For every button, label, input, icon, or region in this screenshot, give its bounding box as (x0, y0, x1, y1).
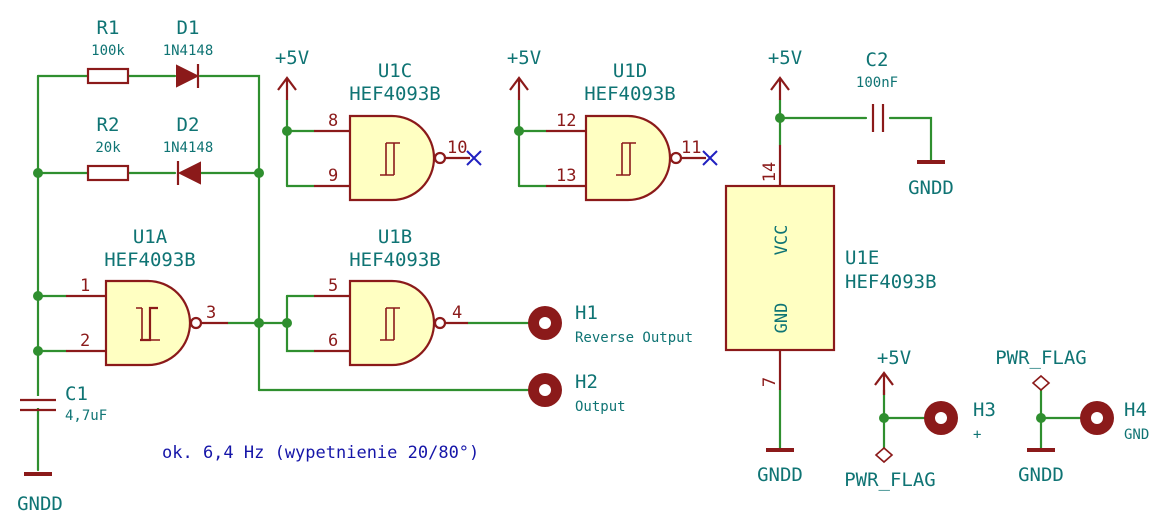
u1d-pin13: 13 (556, 166, 576, 186)
p5v-label: +5V (507, 47, 541, 69)
junction-dot (33, 168, 43, 178)
nand-gate-u1d[interactable]: 12 13 11 U1D HEF4093B (546, 60, 718, 202)
u1c-ref: U1C (378, 60, 412, 82)
u1e-pin7: 7 (760, 377, 780, 387)
gnd-symbol: GNDD (908, 160, 954, 199)
power-5v-u1e: +5V (768, 47, 802, 100)
d2-value: 1N4148 (163, 140, 214, 156)
power-5v-u1c: +5V (275, 47, 309, 100)
junction-dot (879, 413, 889, 423)
u1c-pin9: 9 (328, 166, 338, 186)
u1e-value: HEF4093B (845, 271, 937, 293)
gnd-symbol: GNDD (757, 448, 803, 486)
junction-dot (282, 126, 292, 136)
u1a-pin3: 3 (206, 303, 216, 323)
capacitor-c2[interactable]: C2 100nF (856, 49, 898, 132)
u1c-value: HEF4093B (349, 83, 441, 105)
u1a-ref: U1A (133, 226, 168, 248)
u1d-value: HEF4093B (584, 83, 676, 105)
pwr-flag-h4: PWR_FLAG (995, 347, 1087, 392)
u1e-vcc: VCC (772, 225, 792, 256)
u1b-pin5: 5 (328, 276, 338, 296)
h2-ref: H2 (575, 371, 598, 393)
frequency-note: ok. 6,4 Hz (wypetnienie 20/80°) (162, 443, 479, 463)
junction-dot (1036, 413, 1046, 423)
d2-ref: D2 (177, 114, 200, 136)
junction-dot (254, 168, 264, 178)
r2-ref: R2 (97, 114, 120, 136)
h4-desc: GND (1124, 427, 1149, 443)
p5v-label: +5V (768, 47, 802, 69)
u1a-pin1: 1 (80, 276, 90, 296)
resistor-r2[interactable]: R2 20k (86, 114, 130, 182)
connector-h2[interactable]: H2 Output (528, 371, 626, 415)
r2-value: 20k (95, 140, 121, 156)
pwr-flag-h3: PWR_FLAG (844, 446, 936, 491)
u1d-pin12: 12 (556, 111, 576, 131)
h2-desc: Output (575, 399, 626, 415)
junction-dot (33, 346, 43, 356)
u1e-gnd: GND (772, 303, 792, 334)
u1b-pin4: 4 (452, 303, 462, 323)
r1-value: 100k (91, 43, 125, 59)
u1a-value: HEF4093B (104, 249, 196, 271)
d1-value: 1N4148 (163, 43, 214, 59)
junction-dot (33, 291, 43, 301)
nand-gate-u1a[interactable]: 1 2 3 U1A HEF4093B (66, 226, 228, 367)
u1e-ref: U1E (845, 247, 879, 269)
connector-h3[interactable]: H3 + (924, 399, 996, 443)
u1a-pin2: 2 (80, 331, 90, 351)
gnd-symbol: GNDD (1018, 448, 1064, 486)
c2-value: 100nF (856, 75, 898, 91)
h4-ref: H4 (1124, 399, 1147, 421)
diode-d1[interactable]: D1 1N4148 (163, 17, 214, 88)
nand-gate-u1b[interactable]: 5 6 4 U1B HEF4093B (314, 226, 468, 367)
h3-desc: + (973, 427, 981, 443)
junction-dot (282, 318, 292, 328)
c2-ref: C2 (866, 49, 889, 71)
u1b-ref: U1B (378, 226, 412, 248)
no-connect-marker (702, 150, 718, 166)
gnd-label: GNDD (908, 177, 954, 199)
no-connect-marker (466, 150, 482, 166)
r1-ref: R1 (97, 17, 120, 39)
resistor-r1[interactable]: R1 100k (86, 17, 130, 85)
u1d-pin11: 11 (681, 138, 701, 158)
u1b-pin6: 6 (328, 331, 338, 351)
gnd-symbol: GNDD (17, 472, 63, 515)
connector-h4[interactable]: H4 GND (1080, 399, 1149, 443)
power-5v-u1d: +5V (507, 47, 541, 100)
gnd-label: GNDD (1018, 464, 1064, 486)
c1-value: 4,7uF (65, 408, 107, 424)
junction-dot (254, 318, 264, 328)
gnd-label: GNDD (17, 493, 63, 515)
p5v-label: +5V (275, 47, 309, 69)
u1e-pin14: 14 (760, 162, 780, 182)
h3-ref: H3 (973, 399, 996, 421)
gnd-label: GNDD (757, 464, 803, 486)
diode-d2[interactable]: D2 1N4148 (163, 114, 214, 185)
u1c-pin8: 8 (328, 111, 338, 131)
connector-h1[interactable]: H1 Reverse Output (528, 302, 693, 346)
junction-dot (775, 113, 785, 123)
ic-power-unit-u1e[interactable]: VCC GND 14 7 U1E HEF4093B (724, 145, 937, 390)
pwr-flag-label: PWR_FLAG (844, 469, 936, 491)
p5v-label: +5V (877, 347, 911, 369)
c1-ref: C1 (65, 383, 88, 405)
u1b-value: HEF4093B (349, 249, 441, 271)
u1c-pin10: 10 (447, 138, 467, 158)
capacitor-c1[interactable]: C1 4,7uF (20, 383, 107, 424)
junction-dot (514, 126, 524, 136)
pwr-flag-label: PWR_FLAG (995, 347, 1087, 369)
junctions (33, 113, 1046, 423)
nand-gate-u1c[interactable]: 8 9 10 U1C HEF4093B (314, 60, 482, 202)
h1-ref: H1 (575, 302, 598, 324)
u1d-ref: U1D (613, 60, 647, 82)
d1-ref: D1 (177, 17, 200, 39)
power-5v-h3: +5V (874, 347, 911, 395)
h1-desc: Reverse Output (575, 330, 693, 346)
